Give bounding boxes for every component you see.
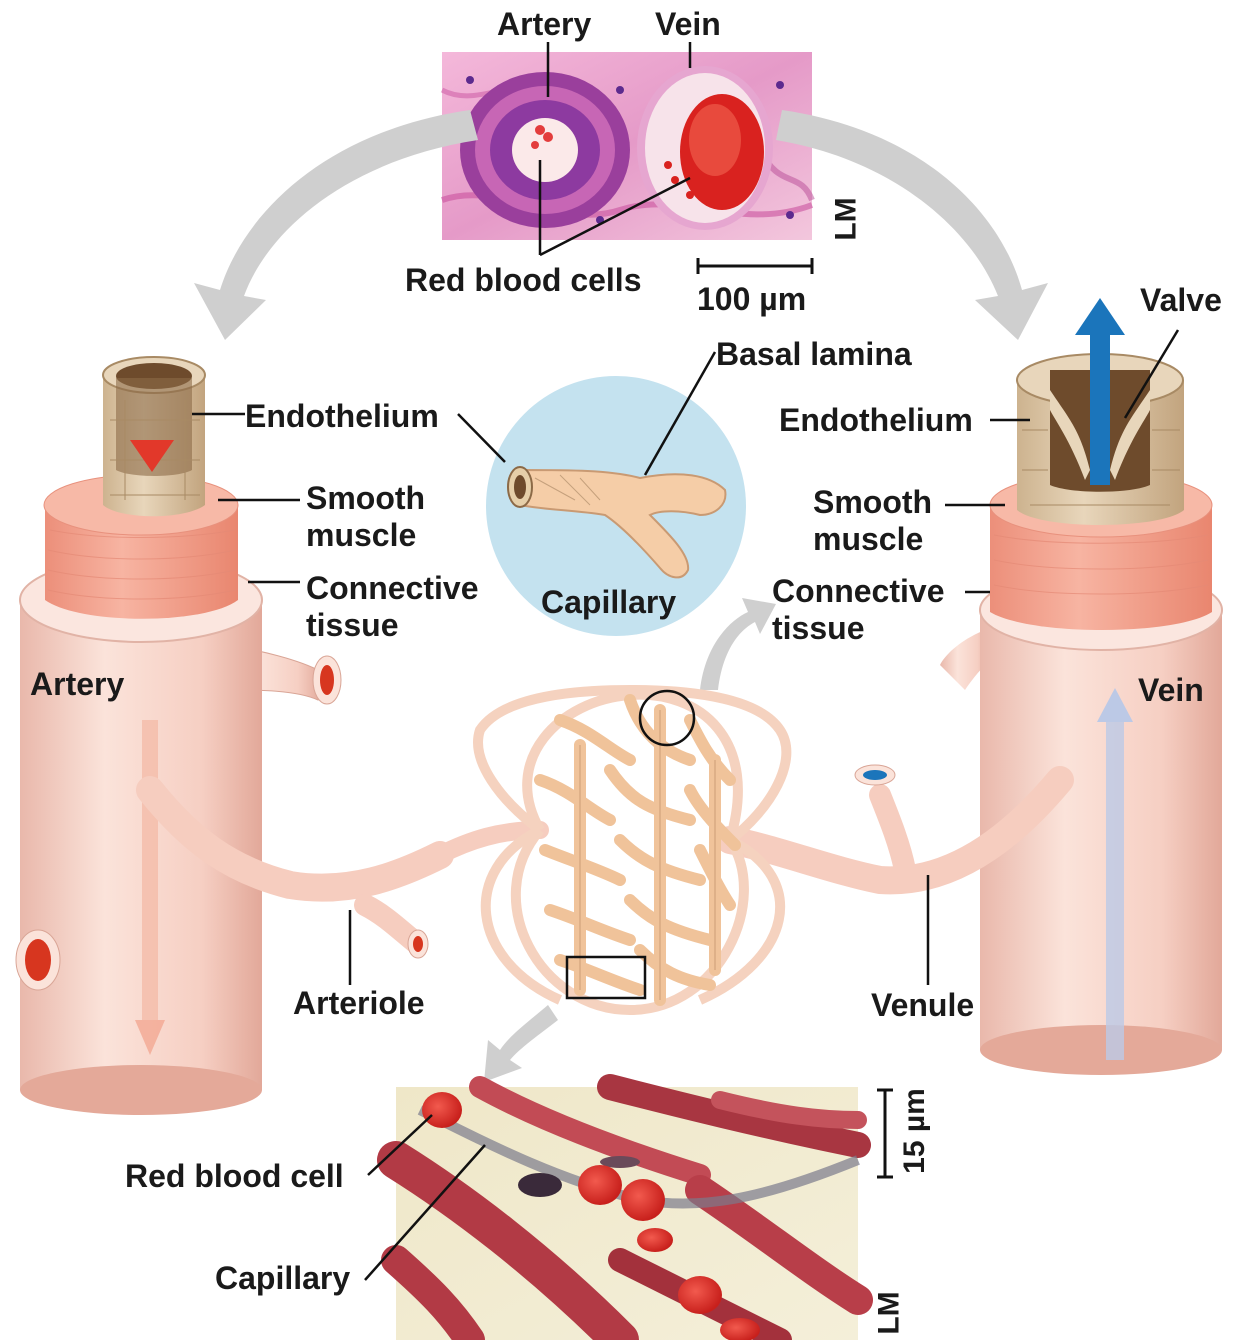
bottom-technique-label: LM: [873, 1291, 907, 1334]
venule-label: Venule: [871, 987, 974, 1024]
valve-label: Valve: [1140, 282, 1222, 319]
red-blood-cell-label: Red blood cell: [125, 1158, 344, 1195]
top-vein-label: Vein: [655, 6, 721, 43]
capillary-inset-label: Capillary: [541, 584, 676, 621]
artery-title: Artery: [30, 666, 124, 703]
capillary-network: [150, 690, 1060, 1010]
red-blood-cells-label: Red blood cells: [405, 262, 641, 299]
artery-smooth-muscle-label: Smooth muscle: [306, 480, 526, 554]
vein-smooth-muscle-label: Smooth muscle: [813, 484, 1033, 558]
arteriole-label: Arteriole: [293, 985, 425, 1022]
top-technique-label: LM: [830, 197, 864, 240]
artery-connective-tissue-label: Connective tissue: [306, 570, 526, 644]
top-micrograph: [442, 42, 812, 274]
vein-title: Vein: [1138, 672, 1204, 709]
bottom-scale-bar-label: 15 µm: [898, 1088, 932, 1174]
vein-endothelium-label: Endothelium: [779, 402, 973, 439]
top-artery-label: Artery: [497, 6, 591, 43]
bottom-micrograph: [365, 1087, 893, 1340]
artery-endothelium-label: Endothelium: [245, 398, 439, 435]
vein-connective-tissue-label: Connective tissue: [772, 573, 992, 647]
basal-lamina-label: Basal lamina: [716, 336, 912, 373]
bottom-capillary-label: Capillary: [215, 1260, 350, 1297]
top-scale-bar-label: 100 µm: [697, 281, 806, 318]
